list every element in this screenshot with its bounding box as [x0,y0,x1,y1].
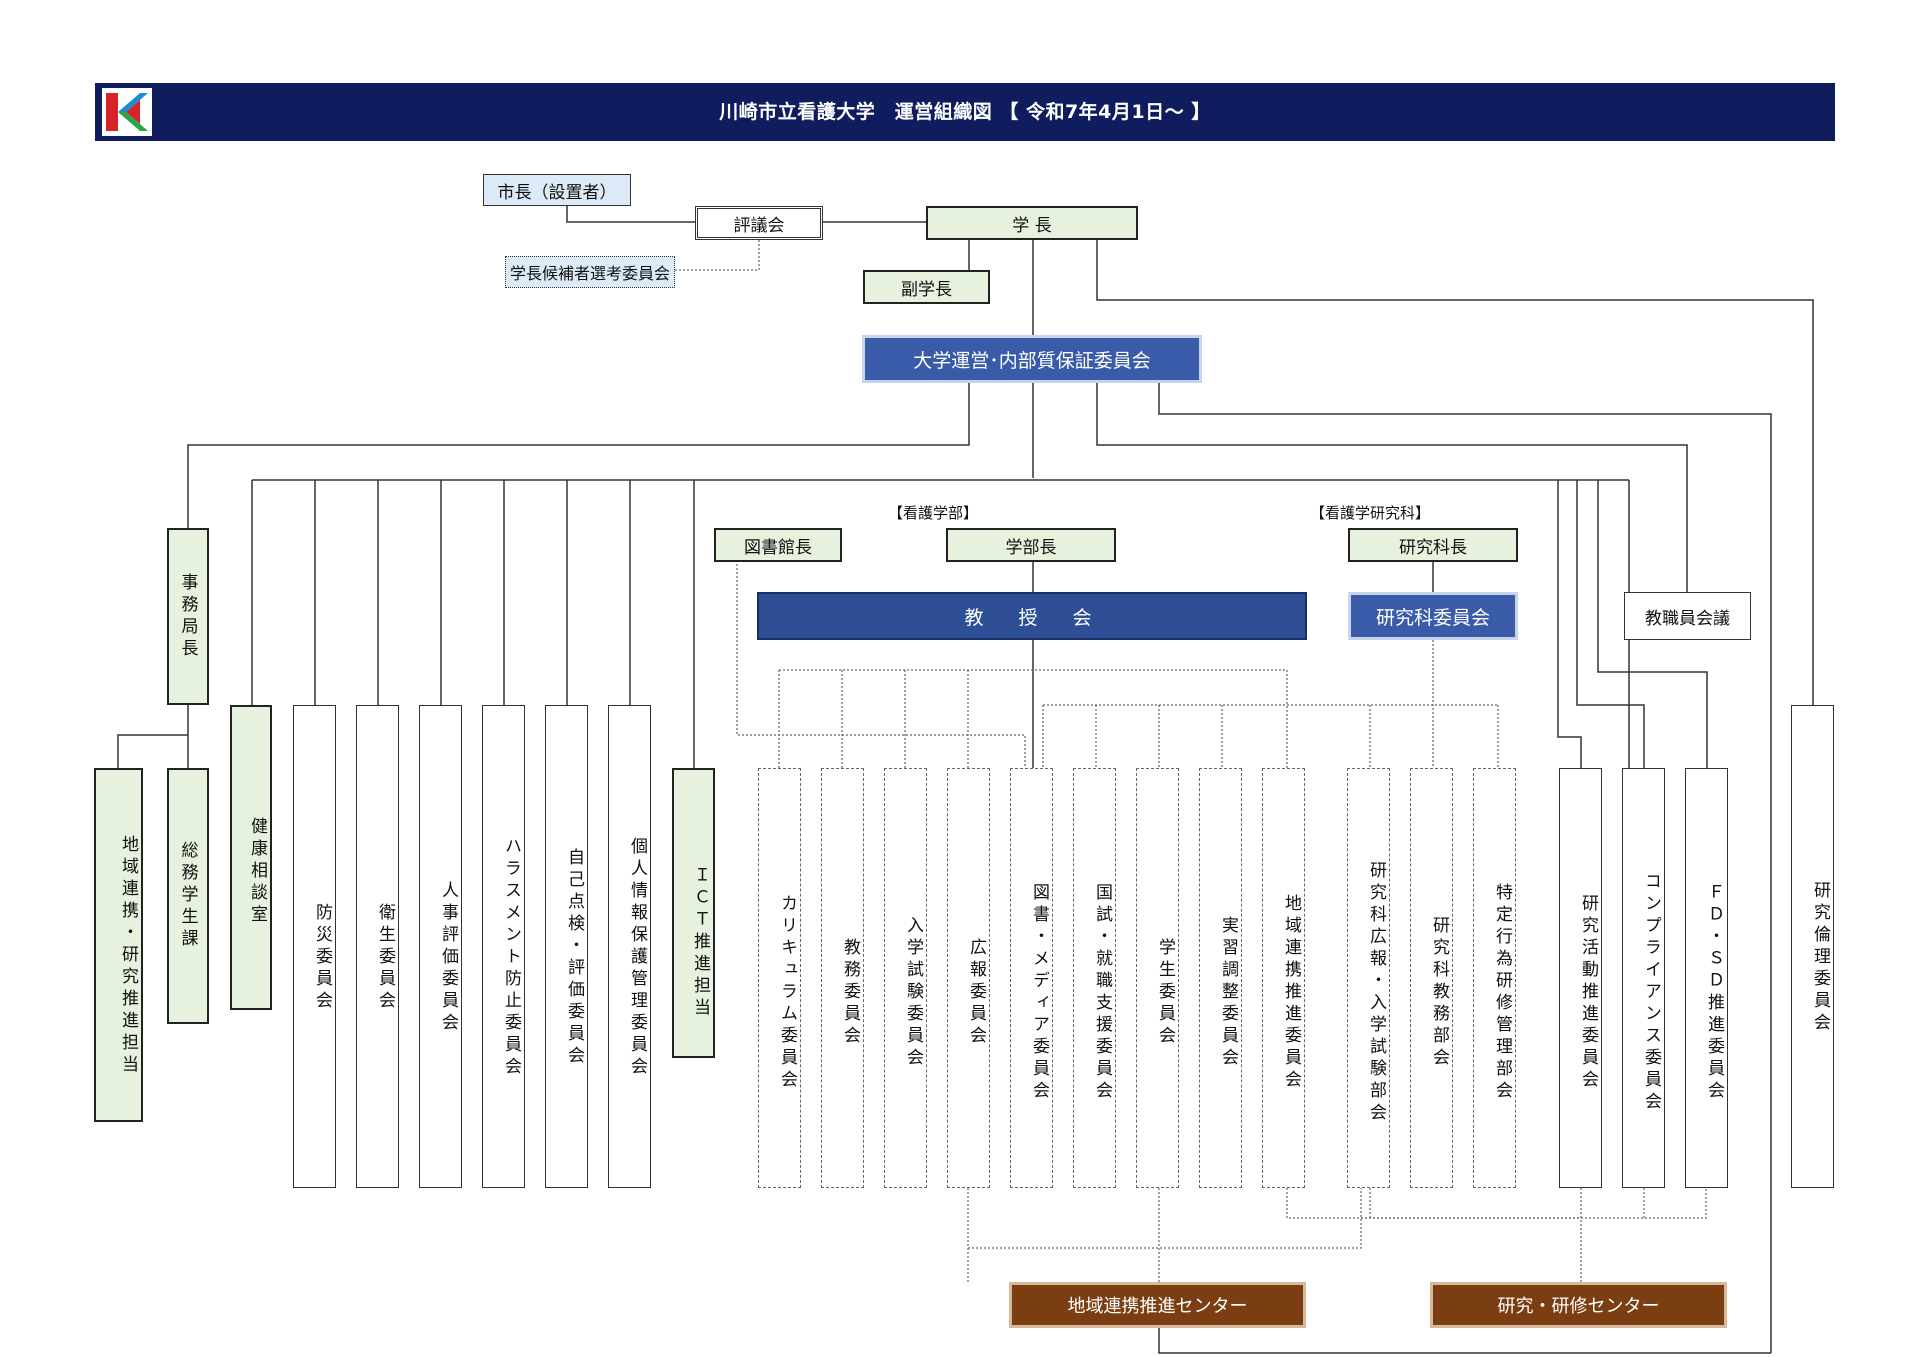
council-box: 評議会 [695,206,823,240]
faculty-committee-exam-career: 国試・就職支援委員会 [1073,768,1116,1188]
ict-box: ＩＣＴ推進担当 [672,768,715,1058]
president-box: 学 長 [926,206,1138,240]
graduate-committee-specified-acts: 特定行為研修管理部会 [1473,768,1516,1188]
graduate-section-label: 【看護学研究科】 [1310,504,1431,522]
graduate-committee-pr-admission: 研究科広報・入学試験部会 [1347,768,1390,1188]
faculty-section-label: 【看護学部】 [888,504,979,522]
staff-council-box: 教職員会議 [1624,592,1751,640]
committee-privacy: 個人情報保護管理委員会 [608,705,651,1188]
admin-section-general: 総務学生課 [167,768,209,1024]
page-title: 川崎市立看護大学 運営組織図 【 令和7年4月1日～ 】 [719,101,1211,123]
committee-fd-sd: ＦＤ・ＳＤ推進委員会 [1685,768,1728,1188]
graduate-dean-box: 研究科長 [1348,528,1518,562]
faculty-committee-library: 図書・メディア委員会 [1010,768,1053,1188]
vice-president-box: 副学長 [863,270,990,304]
center-research-training: 研究・研修センター [1430,1282,1727,1328]
faculty-council-box: 教 授 会 [757,592,1307,640]
admin-director-box: 事務局長 [167,528,209,705]
faculty-committee-academic: 教務委員会 [821,768,864,1188]
university-logo [102,88,152,136]
committee-hygiene: 衛生委員会 [356,705,399,1188]
qa-committee-box: 大学運営･内部質保証委員会 [862,335,1202,383]
k-logo-icon [106,93,148,131]
graduate-committee-academic: 研究科教務部会 [1410,768,1453,1188]
committee-research-ethics: 研究倫理委員会 [1791,705,1834,1188]
faculty-dean-box: 学部長 [946,528,1116,562]
faculty-committee-student: 学生委員会 [1136,768,1179,1188]
faculty-committee-admission: 入学試験委員会 [884,768,927,1188]
graduate-council-box: 研究科委員会 [1348,592,1518,640]
committee-personnel: 人事評価委員会 [419,705,462,1188]
committee-self-check: 自己点検・評価委員会 [545,705,588,1188]
committee-harassment: ハラスメント防止委員会 [482,705,525,1188]
committee-disaster: 防災委員会 [293,705,336,1188]
faculty-committee-pr: 広報委員会 [947,768,990,1188]
faculty-committee-regional: 地域連携推進委員会 [1262,768,1305,1188]
faculty-committee-practicum: 実習調整委員会 [1199,768,1242,1188]
title-banner: 川崎市立看護大学 運営組織図 【 令和7年4月1日～ 】 [95,83,1835,141]
health-room-box: 健康相談室 [230,705,272,1010]
committee-research-promotion: 研究活動推進委員会 [1559,768,1602,1188]
librarian-box: 図書館長 [714,528,842,562]
selection-committee-box: 学長候補者選考委員会 [505,256,675,288]
mayor-box: 市長（設置者） [483,174,631,206]
admin-section-regional: 地域連携・研究推進担当 [94,768,143,1122]
faculty-committee-curriculum: カリキュラム委員会 [758,768,801,1188]
center-regional: 地域連携推進センター [1009,1282,1306,1328]
committee-compliance: コンプライアンス委員会 [1622,768,1665,1188]
